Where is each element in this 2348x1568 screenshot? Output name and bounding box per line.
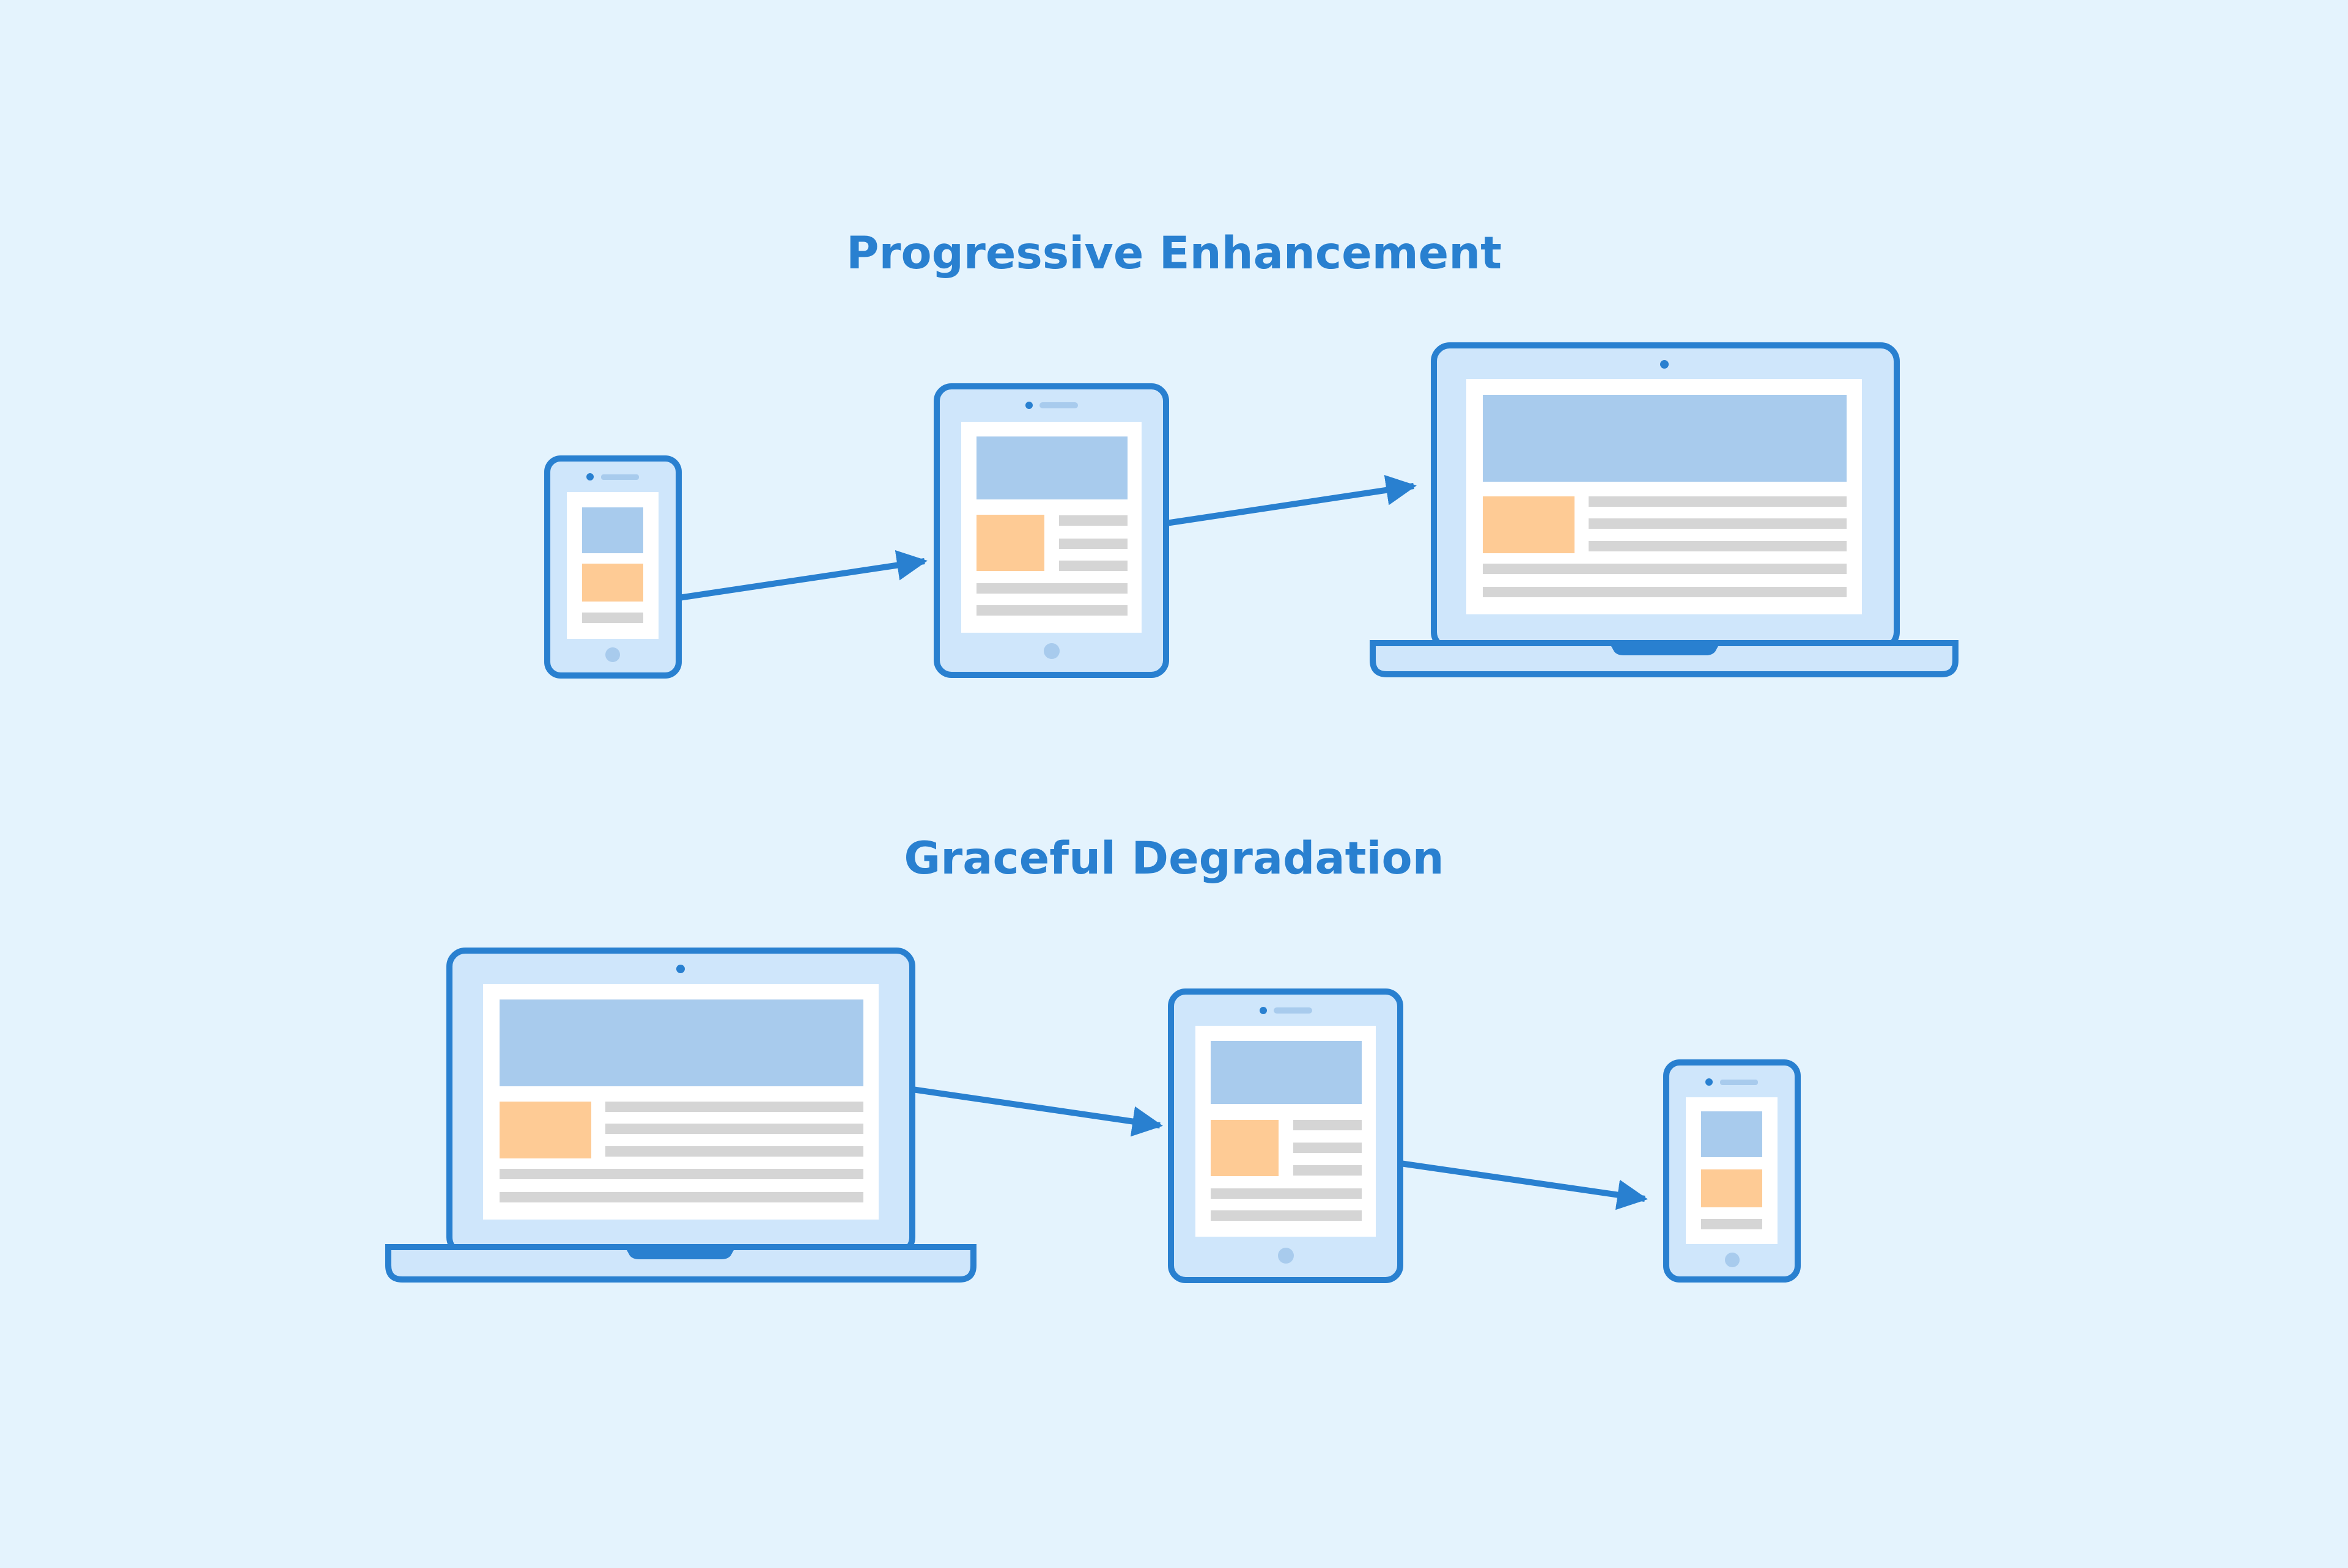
progressive-enhancement-title: Progressive Enhancement	[846, 227, 1502, 279]
arrow-tablet-to-laptop	[1165, 474, 1417, 526]
arrow-laptop-to-tablet	[912, 1086, 1163, 1137]
laptop-device-top	[1370, 342, 1959, 677]
arrow-phone-to-tablet	[678, 550, 928, 601]
tablet-device-bottom	[1168, 988, 1403, 1283]
phone-device-bottom	[1663, 1059, 1801, 1283]
graceful-degradation-title: Graceful Degradation	[904, 833, 1444, 885]
arrow-tablet-to-phone	[1400, 1160, 1648, 1210]
tablet-device-top	[934, 383, 1169, 678]
phone-device-top	[544, 455, 682, 679]
laptop-device-bottom	[385, 948, 976, 1283]
